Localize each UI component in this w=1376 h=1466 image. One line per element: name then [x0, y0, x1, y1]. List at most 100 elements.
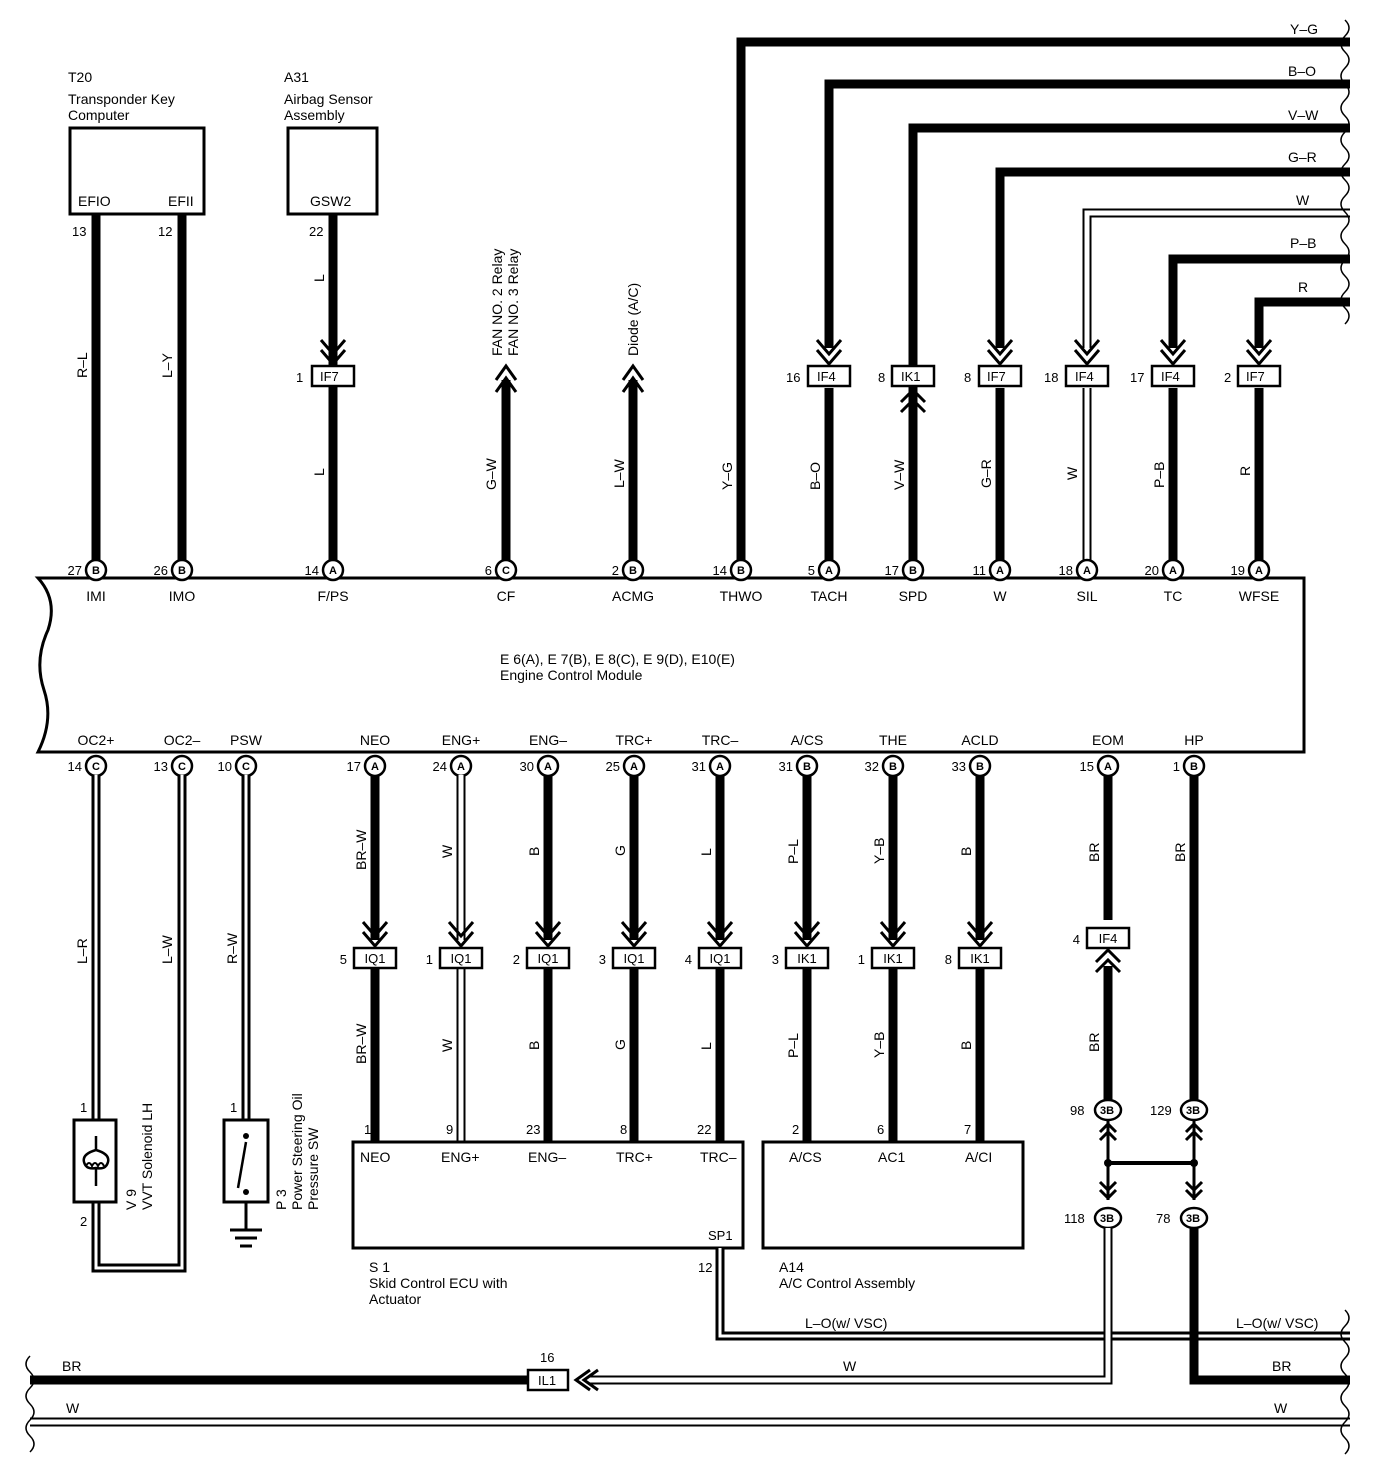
color-b-2: B: [958, 847, 974, 856]
il1-num: 16: [540, 1350, 554, 1365]
bus-v-w: V–W: [1288, 107, 1319, 123]
ecm-bottom-pin-conn: A: [1104, 761, 1112, 773]
bus-w-right: W: [1274, 1400, 1288, 1416]
bus-r: R: [1298, 279, 1308, 295]
color2-br: BR: [1086, 1033, 1102, 1052]
top-bus-labels: Y–G B–O V–W G–R W P–B R: [1288, 21, 1319, 295]
color-g-r: G–R: [978, 459, 994, 488]
v9-solenoid: 1 2 V 9 VVT Solenoid LH: [72, 1100, 155, 1229]
ecm-bottom-pin-name: ENG–: [529, 732, 567, 748]
ecm-bottom-pin-num: 31: [779, 759, 793, 774]
relay-arrows: [494, 363, 645, 393]
ecm-top-pin-conn: B: [629, 565, 637, 577]
ecm-bottom-pin-conn: C: [242, 761, 250, 773]
ecm-top-pin-num: 14: [305, 563, 319, 578]
a14-pin-num-2: 2: [792, 1122, 799, 1137]
a14-name: A/C Control Assembly: [779, 1275, 915, 1291]
splice-129-code: 3B: [1186, 1105, 1200, 1117]
bottom-connector-code: IK1: [970, 951, 990, 966]
color2-g: G: [612, 1039, 628, 1050]
top-connectors: 1 IF7 16 IF4 8 IK1 8 IF7 18 IF4 17 IF4 2…: [296, 339, 1282, 414]
color-l-w: L–W: [611, 458, 627, 488]
diode-ac: Diode (A/C): [625, 283, 641, 356]
ecm-bottom-pin-name: HP: [1184, 732, 1203, 748]
bus-w-mid: W: [843, 1358, 857, 1374]
p3-name-2: Pressure SW: [305, 1127, 321, 1210]
color-r-l: R–L: [74, 352, 90, 378]
a14-ref: A14: [779, 1259, 804, 1275]
conn-if7b-num: 8: [964, 370, 971, 385]
color-br-1: BR: [1086, 843, 1102, 862]
a14-ac-control: A/CS AC1 A/CI 2 6 7 A14 A/C Control Asse…: [761, 1122, 1025, 1291]
color-l-b: L: [311, 468, 327, 476]
color-l-c: L: [698, 848, 714, 856]
t20-ref: T20: [68, 69, 92, 85]
ecm-bottom-pin-conn: A: [716, 761, 724, 773]
t20-pin12: 12: [158, 224, 172, 239]
s1-pin-sp1: SP1: [708, 1228, 733, 1243]
ecm-bottom-pin-num: 10: [218, 759, 232, 774]
t20-pin13: 13: [72, 224, 86, 239]
bottom-connector-num: 1: [858, 952, 865, 967]
ecm-bottom-pin-name: TRC–: [702, 732, 739, 748]
color-v-w: V–W: [891, 459, 907, 490]
conn-if7c-code: IF7: [1246, 369, 1265, 384]
ecm-bottom-pin-num: 30: [520, 759, 534, 774]
s1-name-2: Actuator: [369, 1291, 421, 1307]
ecm-bottom-pin-name: THE: [879, 732, 907, 748]
ecm-top-pin-name: SIL: [1076, 588, 1097, 604]
ecm-top-pin-num: 14: [713, 563, 727, 578]
conn-if4-num: 16: [786, 370, 800, 385]
break-line-left: [25, 1355, 35, 1453]
ecm-bottom-pin-name: TRC+: [616, 732, 653, 748]
color2-br-w: BR–W: [353, 1023, 369, 1064]
bottom-connector-num: 1: [426, 952, 433, 967]
il1-connector: 16 IL1: [526, 1350, 599, 1392]
ecm-bottom-pin-num: 13: [154, 759, 168, 774]
ecm-top-pin-name: SPD: [899, 588, 928, 604]
bottom-connector-code: IK1: [797, 951, 817, 966]
conn-if4b-code: IF4: [1075, 369, 1094, 384]
junction-3b: 3B 3B 3B 3B 98 129 118 78: [1064, 1098, 1209, 1230]
ecm-top-pin-num: 17: [885, 563, 899, 578]
ecm-top-pin-conn: B: [92, 565, 100, 577]
s1-ref: S 1: [369, 1259, 390, 1275]
a31-pin22: 22: [309, 224, 323, 239]
bottom-vertical-wires: [91, 775, 1199, 1273]
ecm-top-pin-name: IMI: [86, 588, 105, 604]
ecm-connectors: E 6(A), E 7(B), E 8(C), E 9(D), E10(E): [500, 651, 735, 667]
s1-ecu: NEO ENG+ ENG– TRC+ TRC– SP1 10 9 23 8 22…: [351, 1122, 745, 1307]
bottom-bus-wires: [30, 1228, 1350, 1427]
ecm-top-pin-name: ACMG: [612, 588, 654, 604]
s1-pin-num-10: 10: [364, 1122, 378, 1137]
bottom-connector-num: 4: [685, 952, 692, 967]
color-g: G: [612, 845, 628, 856]
bus-lo-right: L–O(w/ VSC): [1236, 1315, 1318, 1331]
ecm-bottom-pins: C14OC2+C13OC2–C10PSWA17NEOA24ENG+A30ENG–…: [68, 732, 1206, 778]
conn-if4c-code: IF4: [1161, 369, 1180, 384]
t20-name-1: Transponder Key: [68, 91, 175, 107]
ecm-bottom-pin-num: 31: [692, 759, 706, 774]
bus-w: W: [1296, 192, 1310, 208]
color-l-y: L–Y: [159, 352, 175, 378]
ecm-bottom-pin-name: OC2+: [78, 732, 115, 748]
color-w: W: [1064, 466, 1080, 480]
a14-pin-acs: A/CS: [789, 1149, 822, 1165]
ecm-bottom-pin-conn: A: [371, 761, 379, 773]
ecm-bottom-pin-num: 14: [68, 759, 82, 774]
ecm-top-pin-name: W: [993, 588, 1007, 604]
s1-pin-num-23: 23: [526, 1122, 540, 1137]
a14-pin-num-6: 6: [877, 1122, 884, 1137]
bus-g-r: G–R: [1288, 149, 1317, 165]
ecm-top-pin-conn: B: [737, 565, 745, 577]
